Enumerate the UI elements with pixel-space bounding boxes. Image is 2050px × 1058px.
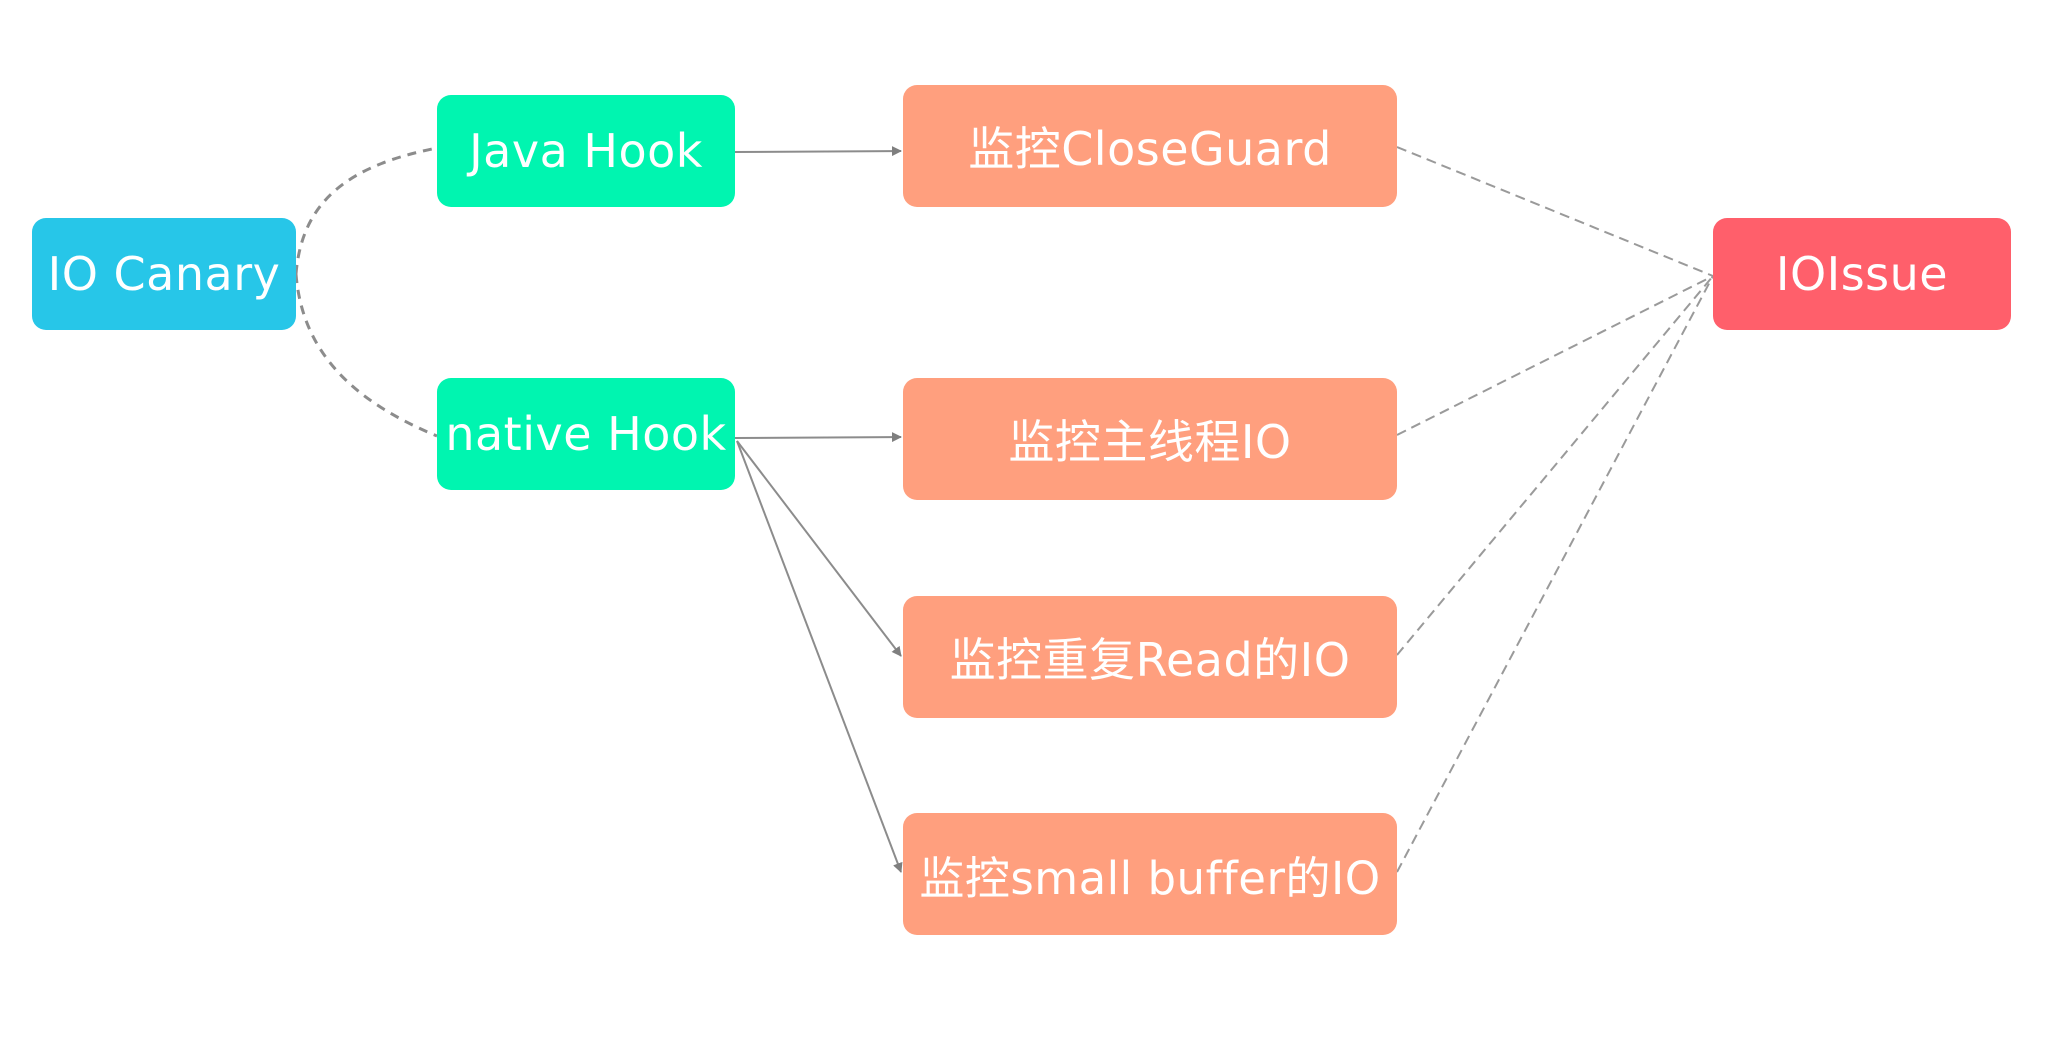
native-hook-node: native Hook [437, 378, 735, 490]
edge-canary-to-native-hook [294, 273, 438, 438]
io-issue-node: IOIssue [1713, 218, 2011, 330]
repeat-read-io-monitor-node: 监控重复Read的IO [903, 596, 1397, 718]
edge-main-thread-to-io-issue [1396, 275, 1714, 436]
small-buffer-io-monitor-node: 监控small buffer的IO [903, 813, 1397, 935]
edge-java-hook-to-close-guard [734, 146, 902, 157]
edge-small-buffer-to-io-issue [1396, 275, 1714, 873]
edge-native-hook-to-repeat-read [736, 440, 902, 657]
edge-native-hook-to-main-thread [734, 432, 902, 443]
edge-close-guard-to-io-issue [1396, 146, 1714, 277]
edge-native-hook-to-small-buffer [736, 440, 903, 873]
io-canary-node: IO Canary [32, 218, 296, 330]
java-hook-node: Java Hook [437, 95, 735, 207]
close-guard-monitor-node: 监控CloseGuard [903, 85, 1397, 207]
edge-canary-to-java-hook [294, 146, 438, 275]
edge-repeat-read-to-io-issue [1396, 275, 1714, 656]
main-thread-io-monitor-node: 监控主线程IO [903, 378, 1397, 500]
